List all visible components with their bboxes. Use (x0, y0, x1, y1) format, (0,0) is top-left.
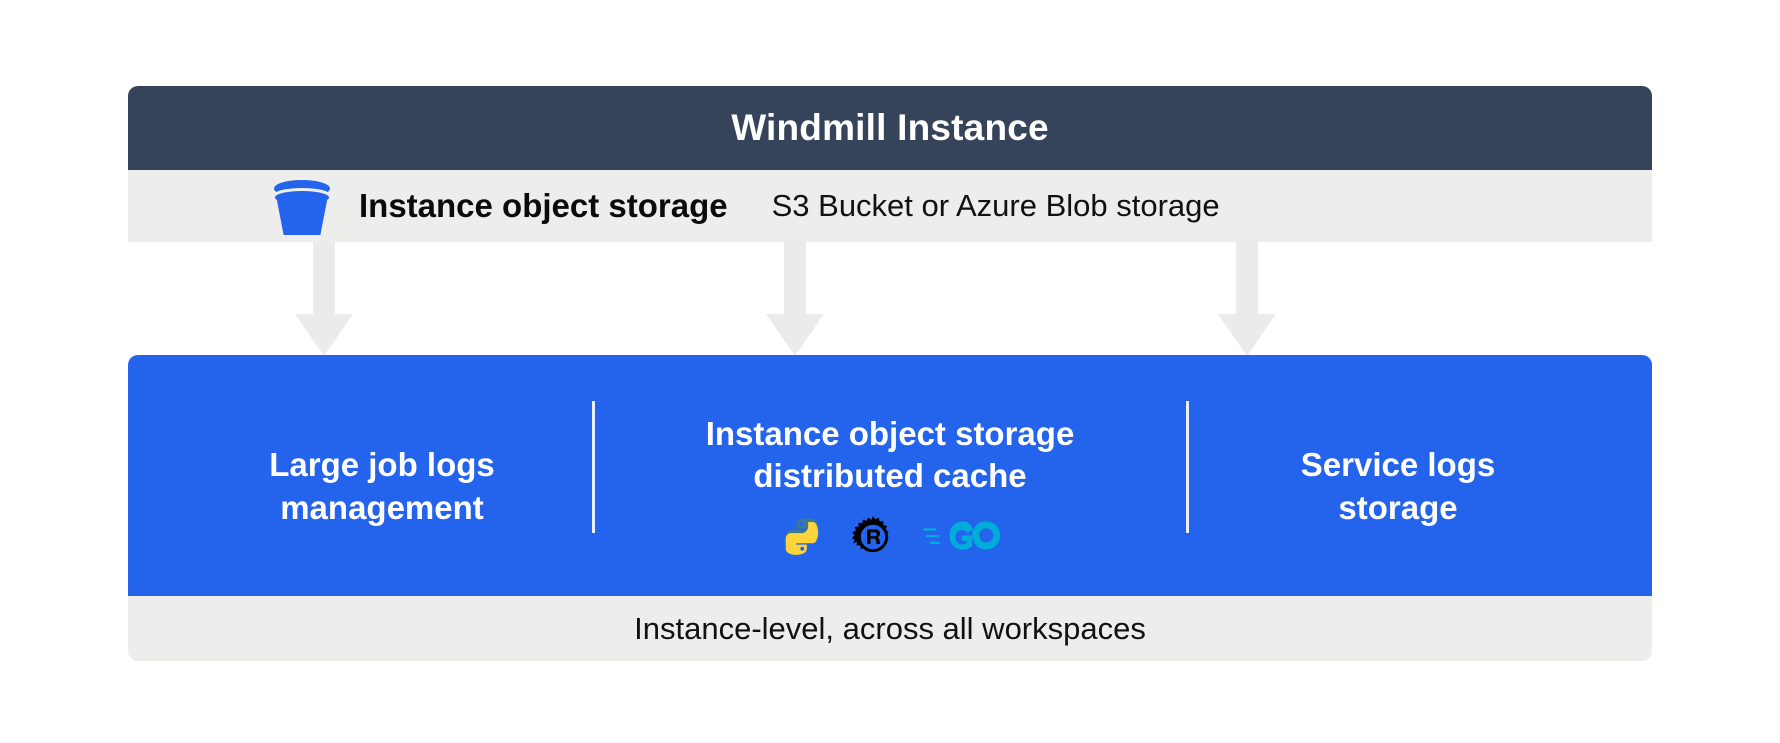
instance-object-storage-label: Instance object storage (359, 187, 728, 224)
feature-column-large-job-logs: Large job logs management (128, 355, 636, 596)
column-divider-right (1186, 401, 1189, 533)
arrow-to-large-job-logs (295, 242, 353, 356)
windmill-instance-diagram: Windmill Instance Instance object storag… (128, 86, 1652, 661)
feature-label-service-logs: Service logs storage (1300, 446, 1496, 526)
feature-column-service-logs: Service logs storage (1144, 355, 1652, 596)
features-panel: Large job logs management Instance objec… (128, 355, 1652, 596)
diagram-footer: Instance-level, across all workspaces (128, 596, 1652, 661)
feature-column-distributed-cache: Instance object storage distributed cach… (636, 355, 1144, 596)
page-title: Windmill Instance (731, 107, 1049, 148)
instance-object-storage-description: S3 Bucket or Azure Blob storage (771, 188, 1220, 223)
language-logos (779, 514, 1001, 560)
feature-label-distributed-cache: Instance object storage distributed cach… (705, 414, 1075, 494)
go-icon (923, 521, 1001, 551)
rust-icon (851, 516, 889, 553)
column-divider-left (592, 401, 595, 533)
arrow-connectors (128, 242, 1652, 356)
arrow-to-distributed-cache (766, 242, 824, 356)
instance-object-storage-row: Instance object storage S3 Bucket or Azu… (128, 170, 1652, 242)
s3-bucket-icon (273, 178, 331, 235)
feature-label-large-job-logs: Large job logs management (269, 446, 495, 526)
footer-scope-label: Instance-level, across all workspaces (634, 610, 1146, 646)
arrow-to-service-logs (1218, 242, 1276, 356)
diagram-header: Windmill Instance (128, 86, 1652, 170)
python-icon (785, 518, 819, 556)
